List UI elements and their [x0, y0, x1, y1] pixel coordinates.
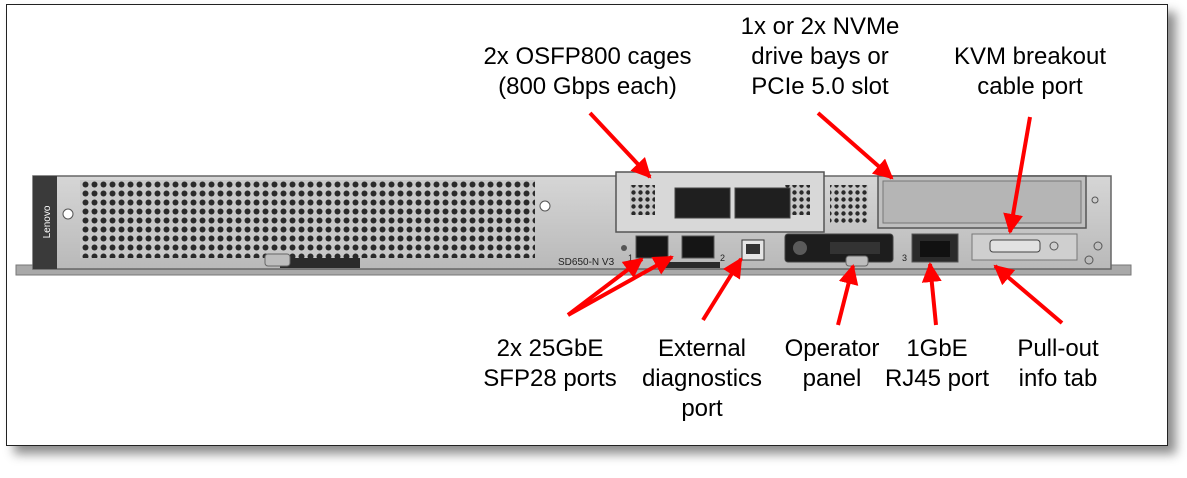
port-mark-2: 2 [720, 253, 725, 263]
osfp-cage-1 [674, 187, 731, 219]
osfp-cage-2 [734, 187, 791, 219]
callout-sfp28: 2x 25GbE SFP28 ports [483, 335, 617, 392]
arrow-rj45 [921, 262, 942, 326]
arrow-kvm [1003, 116, 1032, 234]
server-chassis: Lenovo 1 2 SD650-N V3 [15, 171, 1132, 276]
arrow-info-tab [993, 264, 1064, 325]
port-mark-3: 3 [902, 253, 907, 263]
sfp28-port-2 [681, 235, 715, 259]
callout-osfp: 2x OSFP800 cages (800 Gbps each) [483, 43, 692, 100]
arrow-nvme [816, 111, 894, 180]
arrow-diagnostics [701, 257, 743, 322]
sfp28-port-1 [635, 235, 669, 259]
callout-diagnostics: External diagnostics port [641, 335, 763, 422]
arrow-sfp28-1 [566, 257, 644, 317]
brand-strip [33, 176, 57, 269]
arrow-sfp28-2 [567, 255, 674, 317]
callout-operator: Operator panel [784, 335, 880, 392]
callout-arrows [566, 111, 1064, 326]
callout-nvme: 1x or 2x NVMe drive bays or PCIe 5.0 slo… [740, 13, 900, 100]
callout-infotab: Pull-out info tab [1017, 335, 1099, 392]
arrow-osfp [588, 111, 652, 179]
brand-logo-text: Lenovo [42, 205, 53, 238]
port-mark-1: 1 [628, 253, 633, 263]
callout-rj45: 1GbE RJ45 port [884, 335, 990, 392]
vent-grid [80, 180, 535, 258]
callout-kvm: KVM breakout cable port [953, 43, 1107, 100]
arrow-operator [836, 264, 859, 326]
model-label: SD650-N V3 [558, 257, 615, 268]
kvm-breakout-port [989, 239, 1041, 253]
